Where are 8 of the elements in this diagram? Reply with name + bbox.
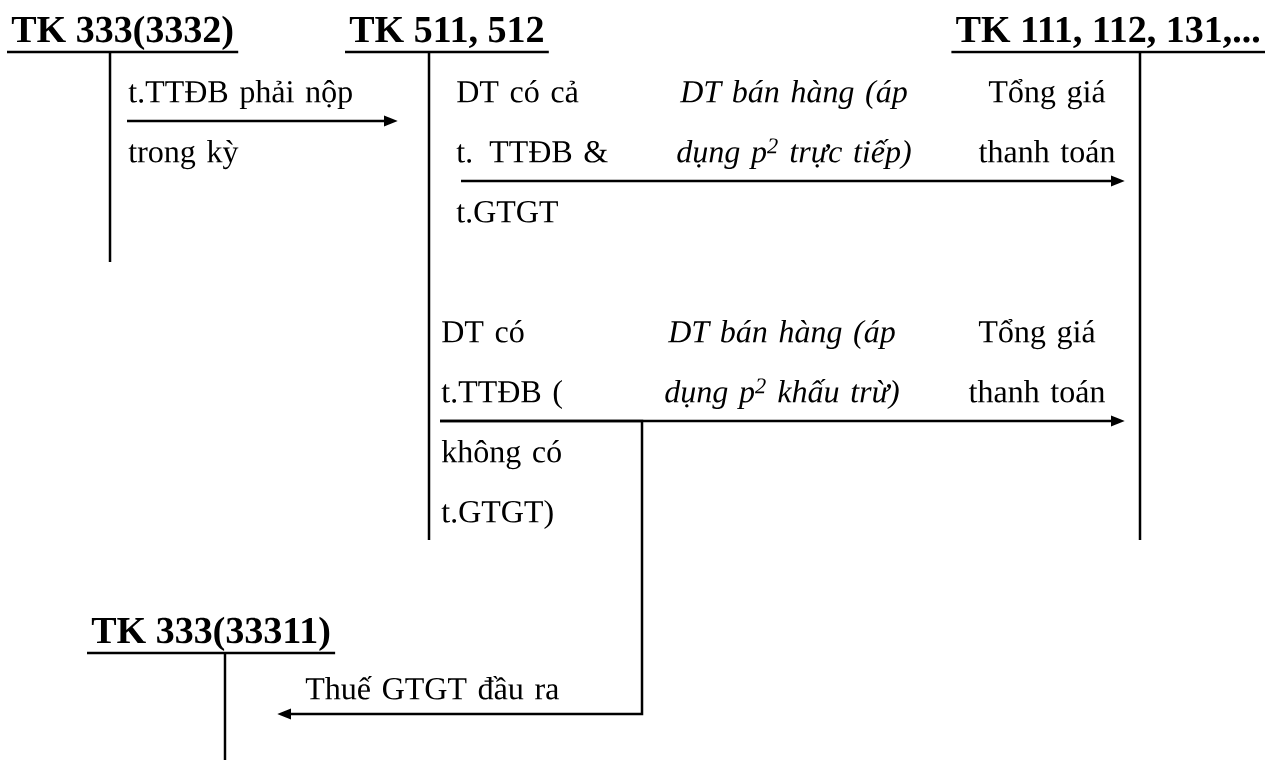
entry-text: DT bán hàng (áp dụng p$^{2}$ trực tiếp) [677, 80, 911, 170]
entry-text: DT có cả t. TTĐB & t.GTGT [456, 80, 608, 223]
entry-text: Tổng giá thanh toán [978, 79, 1115, 163]
edge-label: t.TTĐB phải nộp trong kỳ [128, 80, 352, 170]
entry-text: Tổng giá thanh toán [968, 319, 1105, 403]
edge-label: Thuế GTGT đầu ra [305, 676, 559, 700]
entry-text: DT bán hàng (áp dụng p$^{2}$ khấu trừ) [665, 320, 899, 410]
entry-text: DT có t.TTĐB ( không có t.GTGT) [441, 320, 562, 530]
